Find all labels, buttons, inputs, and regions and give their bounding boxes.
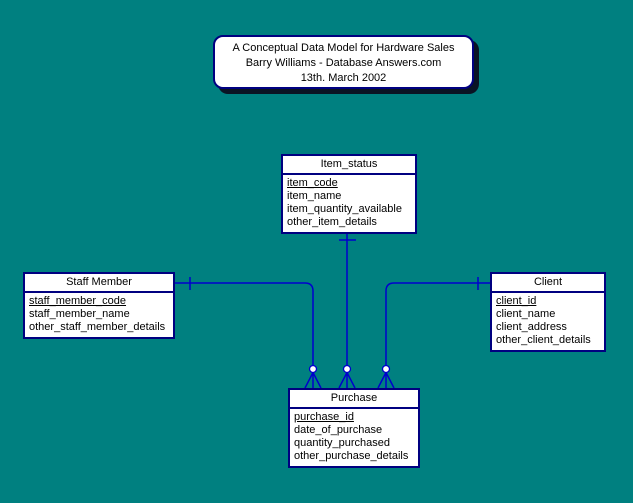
crows-foot-icon xyxy=(338,372,356,389)
relationship-itemstatus-purchase[interactable] xyxy=(338,227,356,389)
attribute-primary-key: client_id xyxy=(496,295,537,307)
entity-attributes: client_id client_name client_address oth… xyxy=(492,293,604,350)
crows-foot-icon xyxy=(377,372,395,389)
relationship-staff-purchase[interactable] xyxy=(175,277,322,389)
entity-title: Item_status xyxy=(283,156,415,175)
attribute: staff_member_name xyxy=(29,308,130,320)
entity-item-status[interactable]: Item_status item_code item_name item_qua… xyxy=(281,154,417,234)
optionality-circle-icon xyxy=(308,364,318,374)
attribute: item_name xyxy=(287,190,342,202)
relationship-line[interactable] xyxy=(175,282,314,365)
entity-client[interactable]: Client client_id client_name client_addr… xyxy=(490,272,606,352)
title-line-2: Barry Williams - Database Answers.com xyxy=(245,57,442,69)
entity-title: Staff Member xyxy=(25,274,173,293)
attribute: client_name xyxy=(496,308,556,320)
title-line-1: A Conceptual Data Model for Hardware Sal… xyxy=(232,42,455,54)
attribute-primary-key: item_code xyxy=(287,177,338,189)
entity-attributes: purchase_id date_of_purchase quantity_pu… xyxy=(290,409,418,466)
optionality-circle-icon xyxy=(342,364,352,374)
entity-attributes: staff_member_code staff_member_name othe… xyxy=(25,293,173,337)
entity-purchase[interactable]: Purchase purchase_id date_of_purchase qu… xyxy=(288,388,420,468)
crows-foot-icon xyxy=(304,372,322,389)
attribute: quantity_purchased xyxy=(294,437,391,449)
attribute: client_address xyxy=(496,321,567,333)
entity-attributes: item_code item_name item_quantity_availa… xyxy=(283,175,415,232)
relationship-line[interactable] xyxy=(385,282,490,365)
optionality-circle-icon xyxy=(381,364,391,374)
title-line-3: 13th. March 2002 xyxy=(300,72,387,84)
attribute: other_client_details xyxy=(496,334,591,346)
attribute: date_of_purchase xyxy=(294,424,383,436)
attribute: other_item_details xyxy=(287,216,377,228)
diagram-title-box: A Conceptual Data Model for Hardware Sal… xyxy=(213,35,474,89)
attribute-primary-key: staff_member_code xyxy=(29,295,127,307)
entity-staff-member[interactable]: Staff Member staff_member_code staff_mem… xyxy=(23,272,175,339)
attribute: other_staff_member_details xyxy=(29,321,166,333)
entity-title: Client xyxy=(492,274,604,293)
entity-title: Purchase xyxy=(290,390,418,409)
attribute: item_quantity_available xyxy=(287,203,402,215)
attribute: other_purchase_details xyxy=(294,450,409,462)
attribute-primary-key: purchase_id xyxy=(294,411,354,423)
relationship-client-purchase[interactable] xyxy=(377,277,490,389)
